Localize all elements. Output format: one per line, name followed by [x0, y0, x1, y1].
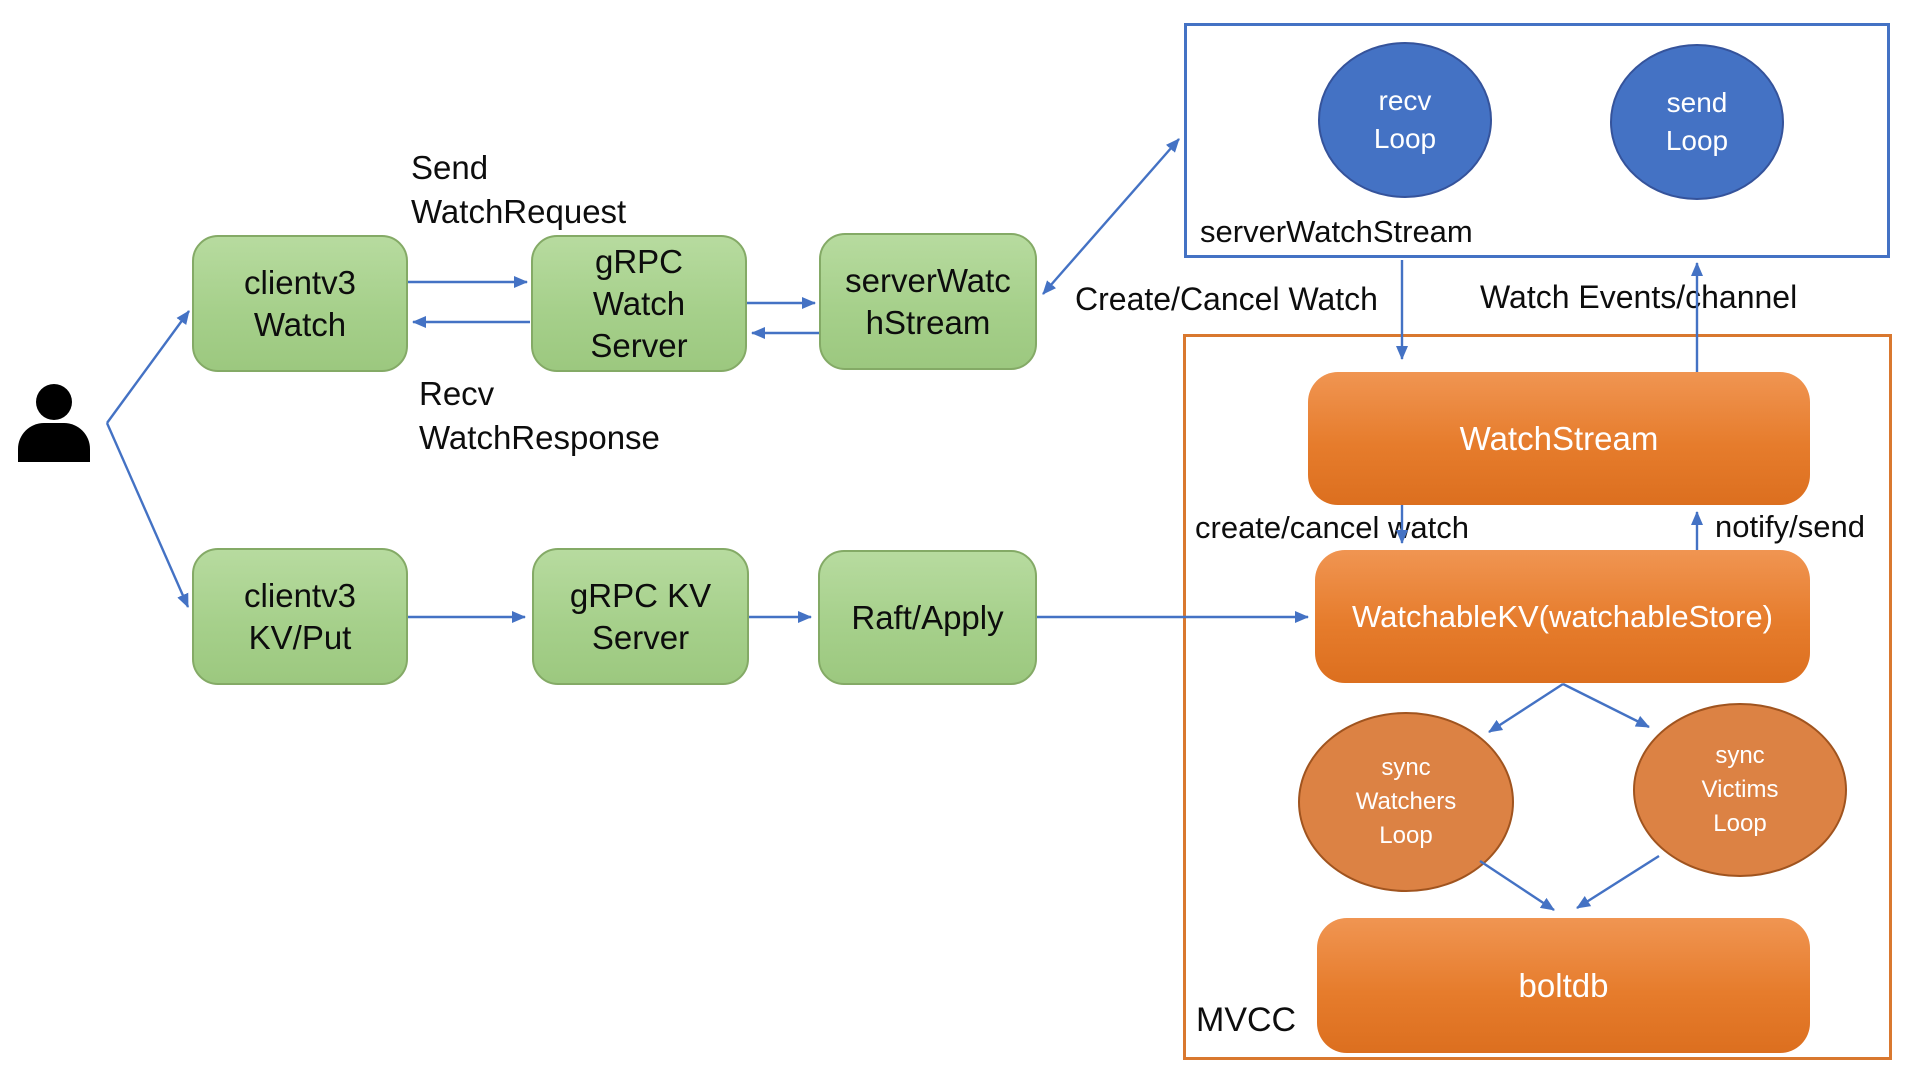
watch-stream-bar: WatchStream [1308, 372, 1810, 505]
send-watchrequest-label: Send WatchRequest [411, 149, 627, 230]
node-clientv3-watch: clientv3 Watch [192, 235, 408, 372]
notify-send-label: notify/send [1715, 509, 1865, 544]
send-loop-ellipse: send Loop [1610, 44, 1784, 200]
node-grpc-kv-server: gRPC KV Server [532, 548, 749, 685]
node-raft-apply: Raft/Apply [818, 550, 1037, 685]
server-watch-stream-container-label: serverWatchStream [1200, 214, 1473, 249]
create-cancel-watch-inner-label: create/cancel watch [1195, 510, 1469, 545]
create-cancel-watch-label: Create/Cancel Watch [1075, 281, 1378, 317]
mvcc-container [1183, 334, 1892, 1060]
recv-watchresponse-label: Recv WatchResponse [419, 375, 660, 456]
person-icon [18, 384, 90, 462]
edge-serverwatchstream-to-bluebox [1042, 138, 1180, 295]
node-server-watchstream: serverWatc hStream [819, 233, 1037, 370]
server-watch-stream-container [1184, 23, 1890, 258]
recv-loop-ellipse: recv Loop [1318, 42, 1492, 198]
boltdb-bar: boltdb [1317, 918, 1810, 1053]
watch-events-channel-label: Watch Events/channel [1480, 279, 1798, 315]
edge-user-to-clientv3-kv-put [105, 422, 190, 608]
node-clientv3-kv-put: clientv3 KV/Put [192, 548, 408, 685]
mvcc-label: MVCC [1196, 1001, 1297, 1039]
watchable-kv-bar: WatchableKV(watchableStore) [1315, 550, 1810, 683]
sync-watchers-loop-ellipse: sync Watchers Loop [1298, 712, 1514, 892]
node-grpc-watch-server: gRPC Watch Server [531, 235, 747, 372]
edge-user-to-clientv3-watch [106, 310, 190, 424]
sync-victims-loop-ellipse: sync Victims Loop [1633, 703, 1847, 877]
